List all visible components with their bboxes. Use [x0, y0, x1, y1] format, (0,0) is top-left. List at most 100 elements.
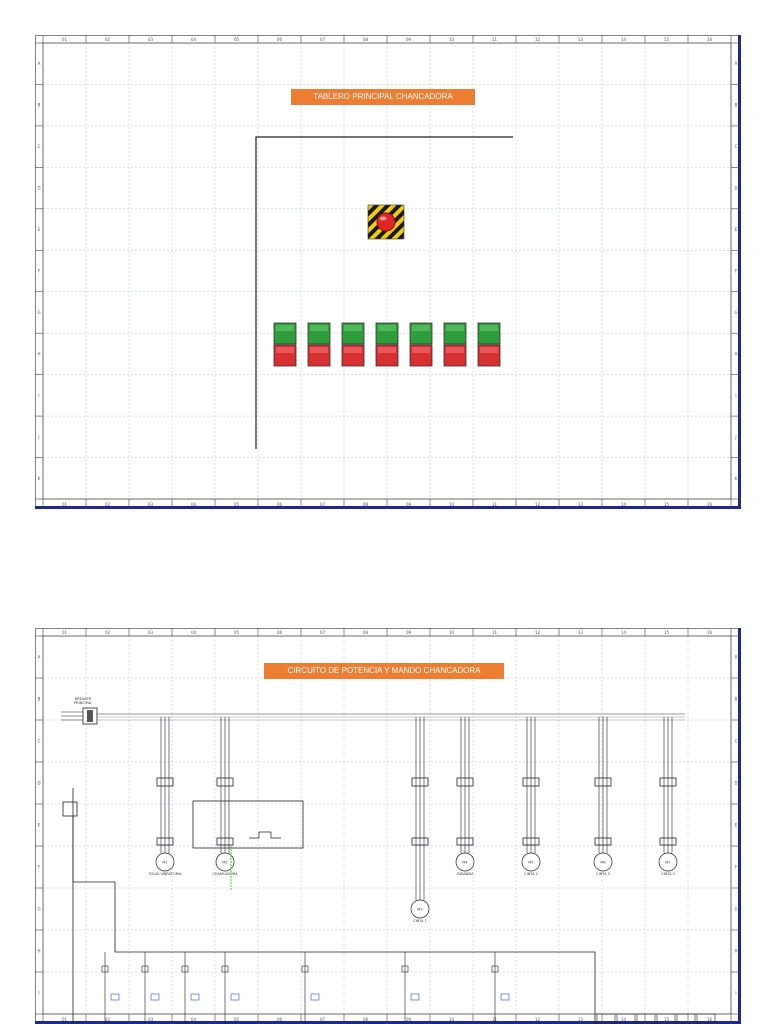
outer-border: [35, 628, 741, 1024]
row-label-right: J: [734, 434, 736, 439]
col-label-top: 13: [578, 630, 584, 635]
terminal-block: [636, 1013, 656, 1024]
col-label-bottom: 15: [664, 1017, 670, 1022]
col-label-top: 02: [105, 37, 111, 42]
col-label-bottom: 03: [148, 502, 154, 507]
motor-id: M2: [222, 861, 227, 865]
col-label-top: 08: [363, 37, 369, 42]
col-label-bottom: 13: [578, 502, 584, 507]
relay-coil: [230, 993, 240, 1001]
motor-id: M5: [528, 861, 533, 865]
row-label-right: B: [735, 103, 738, 108]
terminal-block: [616, 1013, 636, 1024]
pushbutton: [141, 965, 149, 973]
row-label-right: F: [735, 865, 738, 870]
pushbutton: [401, 965, 409, 973]
row-label-left: A: [38, 61, 41, 66]
motor-name: CINTA 2: [524, 872, 538, 876]
pushbutton: [101, 965, 109, 973]
col-label-top: 11: [492, 37, 498, 42]
sheet2-title: CIRCUITO DE POTENCIA Y MANDO CHANCADORA: [264, 663, 504, 679]
controller-contact: [249, 831, 281, 839]
col-label-top: 12: [535, 630, 541, 635]
col-label-bottom: 14: [621, 502, 627, 507]
col-label-top: 12: [535, 37, 541, 42]
row-label-left: G: [37, 310, 40, 315]
motor-symbol: [410, 899, 430, 919]
col-label-bottom: 09: [406, 1017, 412, 1022]
col-label-bottom: 16: [707, 502, 713, 507]
stop-button-shine: [378, 347, 396, 353]
col-label-bottom: 10: [449, 502, 455, 507]
col-label-top: 07: [320, 37, 326, 42]
relay-coil: [310, 993, 320, 1001]
col-label-bottom: 12: [535, 502, 541, 507]
row-label-left: C: [38, 144, 41, 149]
col-label-bottom: 04: [191, 1017, 197, 1022]
contactor: [411, 837, 429, 846]
col-label-top: 04: [191, 630, 197, 635]
col-label-top: 09: [406, 630, 412, 635]
contactor: [522, 837, 540, 846]
col-label-top: 10: [449, 37, 455, 42]
row-label-left: B: [38, 103, 41, 108]
col-label-top: 14: [621, 630, 627, 635]
col-label-top: 03: [148, 37, 154, 42]
pushbutton: [181, 965, 189, 973]
col-label-top: 08: [363, 630, 369, 635]
motor-name: CHANCADORA: [212, 872, 238, 876]
col-label-top: 16: [707, 37, 713, 42]
row-label-right: B: [735, 697, 738, 702]
row-label-left: E: [38, 227, 41, 232]
row-label-left: F: [38, 269, 41, 274]
row-label-right: I: [735, 991, 736, 996]
row-label-right: G: [734, 310, 737, 315]
start-button-shine: [344, 325, 362, 331]
col-label-top: 06: [277, 630, 283, 635]
feeder-breaker: [456, 777, 474, 787]
motor-symbol: [593, 852, 613, 872]
col-label-bottom: 08: [363, 502, 369, 507]
row-label-left: I: [38, 991, 39, 996]
contactor: [156, 837, 174, 846]
motor-name: TOLVA VIBRATORIA: [147, 872, 182, 876]
relay-coil: [410, 993, 420, 1001]
motor-name: CINTA 1: [413, 919, 427, 923]
start-button-shine: [412, 325, 430, 331]
stop-button-shine: [446, 347, 464, 353]
crusher-controller-box: [192, 800, 304, 849]
sheet2-drawing: 0101020203030404050506060707080809091010…: [35, 628, 741, 1024]
row-label-left: D: [37, 781, 40, 786]
start-button-shine: [378, 325, 396, 331]
row-label-left: F: [38, 865, 41, 870]
col-label-top: 11: [492, 630, 498, 635]
motor-symbol: [155, 852, 175, 872]
col-label-bottom: 06: [277, 502, 283, 507]
col-label-bottom: 02: [105, 1017, 111, 1022]
col-label-bottom: 12: [535, 1017, 541, 1022]
col-label-bottom: 01: [62, 502, 68, 507]
row-label-right: I: [735, 393, 736, 398]
stop-button-shine: [412, 347, 430, 353]
col-label-top: 04: [191, 37, 197, 42]
col-label-top: 03: [148, 630, 154, 635]
motor-symbol: [215, 852, 235, 872]
col-label-top: 16: [707, 630, 713, 635]
col-label-top: 01: [62, 630, 68, 635]
control-circuit: [73, 881, 596, 1024]
motor-id: M3: [417, 908, 422, 912]
row-label-right: K: [735, 476, 738, 481]
col-label-top: 14: [621, 37, 627, 42]
col-label-top: 09: [406, 37, 412, 42]
stop-button-shine: [310, 347, 328, 353]
motor-symbol: [658, 852, 678, 872]
feeder-breaker: [216, 777, 234, 787]
control-transformer: [62, 801, 78, 817]
col-label-top: 02: [105, 630, 111, 635]
contactor: [659, 837, 677, 846]
col-label-bottom: 01: [62, 1017, 68, 1022]
col-label-bottom: 04: [191, 502, 197, 507]
motor-name: CINTA 4: [661, 872, 675, 876]
breaker-label: PRINCIPAL: [74, 701, 92, 705]
